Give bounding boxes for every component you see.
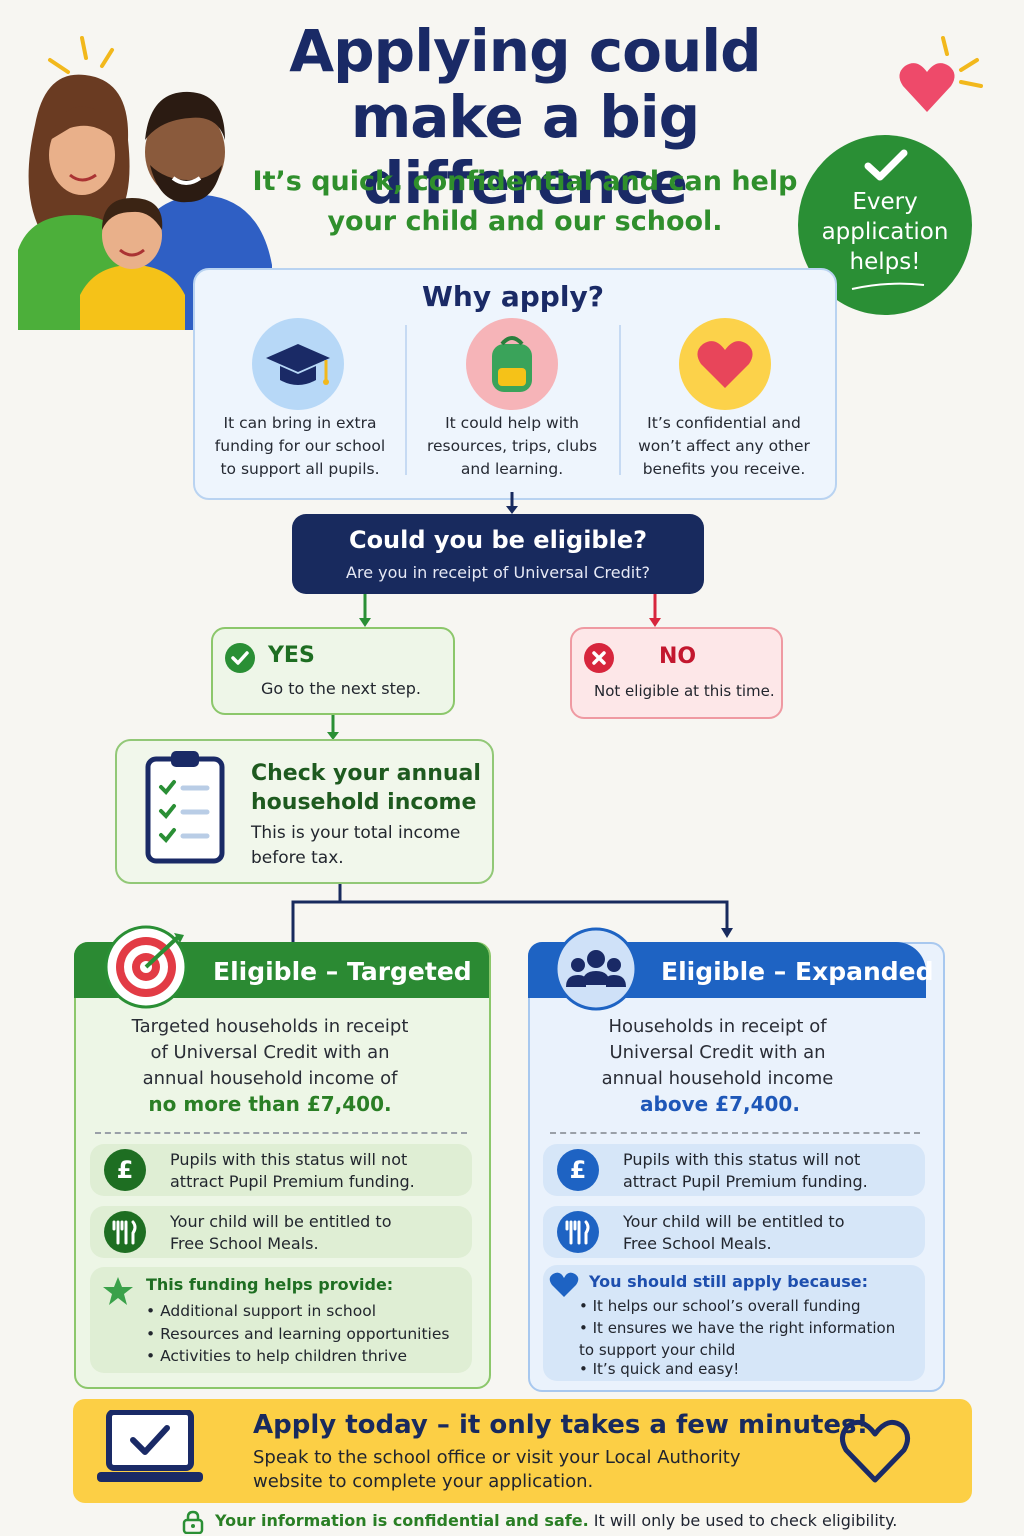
badge-text: Every application helps! xyxy=(821,189,949,275)
eligibility-question-box: Could you be eligible? Are you in receip… xyxy=(292,514,704,594)
page-subtitle: It’s quick, confidential and can help yo… xyxy=(252,166,798,237)
heart-icon xyxy=(549,1272,579,1297)
star-icon xyxy=(103,1277,133,1305)
banner-text: Speak to the school office or visit your… xyxy=(253,1447,741,1492)
list-item: • Activities to help children thrive xyxy=(146,1347,408,1365)
cutlery-icon xyxy=(557,1211,599,1253)
expanded-income-threshold: above £7,400. xyxy=(640,1092,800,1116)
heart-sparkle-decoration xyxy=(899,36,983,112)
laptop-check-icon xyxy=(97,1410,203,1482)
flow-arrows xyxy=(291,492,733,942)
row-text: Your child will be entitled to Free Scho… xyxy=(623,1212,845,1253)
why-reason-resources: It could help with resources, trips, clu… xyxy=(426,414,598,478)
yes-label: YES xyxy=(268,643,315,668)
expanded-pupil-premium-row: £ Pupils with this status will not attra… xyxy=(543,1144,925,1196)
yes-text: Go to the next step. xyxy=(261,679,421,698)
checkmark-icon xyxy=(864,149,908,181)
pound-icon: £ xyxy=(104,1149,146,1191)
footer-text: It will only be used to check eligibilit… xyxy=(593,1511,898,1530)
divider xyxy=(619,325,621,475)
no-label: NO xyxy=(659,644,697,669)
row-text: Your child will be entitled to Free Scho… xyxy=(170,1212,392,1253)
targeted-pupil-premium-row: £ Pupils with this status will not attra… xyxy=(90,1144,472,1196)
pound-icon: £ xyxy=(557,1149,599,1191)
targeted-income-threshold: no more than £7,400. xyxy=(148,1092,392,1116)
question-title: Could you be eligible? xyxy=(348,526,648,554)
banner-title: Apply today – it only takes a few minute… xyxy=(253,1410,869,1440)
expanded-free-meals-row: Your child will be entitled to Free Scho… xyxy=(543,1206,925,1258)
question-subtitle: Are you in receipt of Universal Credit? xyxy=(346,563,650,582)
yes-option-box: YES Go to the next step. xyxy=(211,627,455,715)
why-reason-confidential: It’s confidential and won’t affect any o… xyxy=(638,414,810,478)
check-circle-icon xyxy=(225,643,255,673)
divider xyxy=(405,325,407,475)
heart-icon xyxy=(679,318,771,410)
divider xyxy=(550,1132,920,1134)
list-item-text: It’s quick and easy! xyxy=(592,1360,740,1378)
list-item: • Resources and learning opportunities xyxy=(146,1325,450,1343)
footer-note: Your information is confidential and saf… xyxy=(215,1511,915,1530)
list-item: • It ensures we have the right informati… xyxy=(579,1319,896,1359)
list-item: • It helps our school’s overall funding xyxy=(579,1297,861,1315)
target-icon xyxy=(104,925,188,1009)
expanded-reasons-list: You should still apply because: • It hel… xyxy=(543,1265,925,1381)
apply-today-banner xyxy=(73,1399,972,1503)
backpack-icon xyxy=(466,318,558,410)
badge-underline xyxy=(851,282,925,290)
divider xyxy=(95,1132,467,1134)
people-group-icon xyxy=(554,927,638,1011)
list-item-text: Activities to help children thrive xyxy=(160,1347,408,1365)
why-reason-funding: It can bring in extra funding for our sc… xyxy=(214,414,386,478)
list-item: • It’s quick and easy! xyxy=(579,1360,740,1378)
row-text: Pupils with this status will not attract… xyxy=(623,1150,868,1191)
expanded-description: Households in receipt of Universal Credi… xyxy=(601,1016,834,1089)
targeted-free-meals-row: Your child will be entitled to Free Scho… xyxy=(90,1206,472,1258)
cutlery-icon xyxy=(104,1211,146,1253)
income-text: This is your total income before tax. xyxy=(251,823,461,868)
expanded-title: Eligible – Expanded xyxy=(661,957,934,986)
targeted-funding-list: This funding helps provide: • Additional… xyxy=(90,1267,472,1373)
no-option-box: NO Not eligible at this time. xyxy=(570,627,783,719)
list-title: You should still apply because: xyxy=(589,1272,869,1291)
graduation-cap-icon xyxy=(252,318,344,410)
row-text: Pupils with this status will not attract… xyxy=(170,1150,415,1191)
list-item-text: Additional support in school xyxy=(160,1302,377,1320)
list-item: • Additional support in school xyxy=(146,1302,377,1320)
check-income-box: Check your annual household income This … xyxy=(115,739,494,884)
list-title: This funding helps provide: xyxy=(146,1275,394,1294)
clipboard-checklist-icon xyxy=(145,751,225,864)
x-circle-icon xyxy=(584,643,614,673)
no-text: Not eligible at this time. xyxy=(594,682,775,700)
footer-strong: Your information is confidential and saf… xyxy=(215,1511,589,1530)
heart-outline-icon xyxy=(840,1419,910,1483)
why-apply-title: Why apply? xyxy=(422,280,604,313)
lock-icon xyxy=(182,1510,204,1534)
list-item-text: It ensures we have the right information… xyxy=(579,1319,896,1359)
targeted-description: Targeted households in receipt of Univer… xyxy=(131,1016,409,1089)
targeted-title: Eligible – Targeted xyxy=(213,957,472,986)
list-item-text: It helps our school’s overall funding xyxy=(592,1297,861,1315)
list-item-text: Resources and learning opportunities xyxy=(160,1325,450,1343)
income-title: Check your annual household income xyxy=(251,761,481,815)
page-title: Applying could make a big difference xyxy=(289,17,761,217)
